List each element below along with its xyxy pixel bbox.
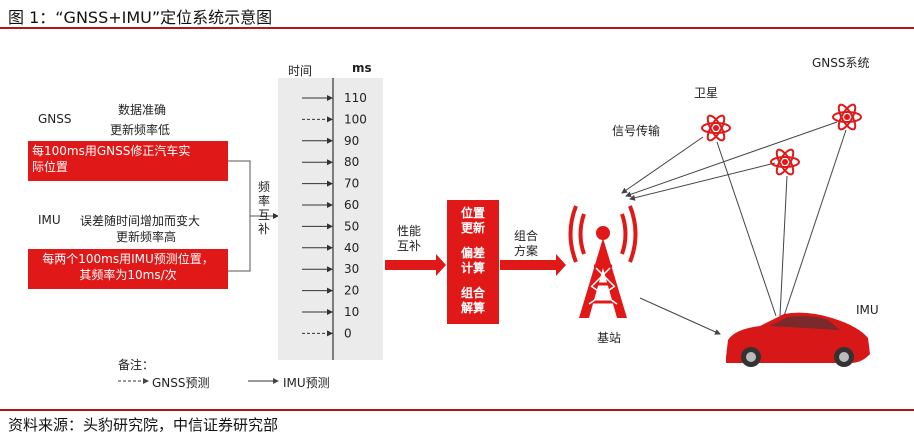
process-item-1: 位置 更新 (447, 206, 499, 236)
ruler-tick-label: 60 (344, 198, 359, 212)
process-item-1-line-2: 更新 (460, 221, 485, 235)
imu-box-line-1: 每两个100ms用IMU预测位置， (42, 252, 214, 266)
signal-line-3 (629, 162, 776, 201)
figure-caption: 图 1：“GNSS+IMU”定位系统示意图 (8, 8, 273, 27)
combined-label-2: 方案 (514, 244, 539, 258)
sat-car-line-2 (779, 175, 788, 317)
gnss-correction-box: 每100ms用GNSS修正汽车实 际位置 (28, 141, 228, 181)
source-note: 资料来源：头豹研究院，中信证券研究部 (8, 416, 279, 434)
satellite-icon-2 (770, 146, 800, 178)
legend-solid-label: IMU预测 (283, 376, 330, 390)
combined-label-1: 组合 (514, 229, 539, 243)
ruler-tick-arrowhead (327, 137, 333, 144)
ruler-tick-label: 0 (344, 326, 352, 340)
merge-char-4: 补 (258, 222, 271, 236)
top-rule (0, 27, 914, 29)
imu-prediction-box: 每两个100ms用IMU预测位置， 其频率为10ms/次 (28, 249, 228, 289)
satellite-label: 卫星 (694, 86, 719, 100)
ruler-tick-arrowhead (327, 180, 333, 187)
merge-char-2: 率 (258, 194, 271, 208)
process-item-2-line-2: 计算 (460, 261, 485, 275)
gnss-desc-accuracy: 数据准确 (118, 103, 167, 117)
imu-desc-error: 误差随时间增加而变大 (80, 214, 201, 228)
arrow-performance (385, 254, 446, 276)
process-box: 位置 更新 偏差 计算 组合 解算 (447, 200, 499, 324)
process-item-3-line-1: 组合 (460, 286, 485, 300)
car-icon (726, 312, 870, 367)
legend-dashed-label: GNSS预测 (152, 376, 210, 390)
ruler-tick-arrowhead (327, 159, 333, 166)
gnss-label: GNSS (38, 112, 72, 126)
signal-line-2 (625, 121, 838, 198)
legend-title: 备注： (118, 358, 155, 372)
gnss-box-line-2: 际位置 (32, 160, 69, 174)
process-item-2-line-1: 偏差 (460, 246, 485, 260)
ruler-tick-arrowhead (327, 223, 333, 230)
gnss-box-line-1: 每100ms用GNSS修正汽车实 (32, 144, 191, 158)
imu-desc-frequency: 更新频率高 (116, 230, 177, 244)
satellite-icon (701, 112, 731, 144)
sat-car-line-1 (716, 141, 777, 317)
process-item-3: 组合 解算 (447, 286, 499, 316)
frequency-complement-label: 频 率 互 补 (258, 180, 270, 236)
ruler-tick-label: 20 (344, 284, 359, 298)
combined-label: 组合 方案 (514, 229, 538, 259)
signal-line-1 (621, 136, 704, 194)
ruler-tick-label: 90 (344, 134, 359, 148)
merge-char-1: 频 (258, 180, 271, 194)
ruler-header-unit: ms (352, 61, 372, 75)
process-item-1-line-1: 位置 (460, 206, 485, 220)
ruler-tick-label: 100 (344, 112, 367, 126)
performance-label-1: 性能 (397, 224, 422, 238)
process-item-3-line-2: 解算 (460, 301, 485, 315)
ruler-tick-label: 30 (344, 262, 359, 276)
satellite-icon-3 (832, 101, 862, 133)
ruler-tick-label: 70 (344, 177, 359, 191)
ruler-tick-arrowhead (327, 202, 333, 208)
car-imu-label: IMU (856, 303, 879, 317)
ruler-tick-arrowhead (327, 287, 333, 294)
performance-label: 性能 互补 (397, 224, 421, 254)
tower-car-line (639, 297, 721, 335)
process-item-2: 偏差 计算 (447, 246, 499, 276)
gnss-system-label: GNSS系统 (812, 56, 870, 70)
imu-box-line-2: 其频率为10ms/次 (79, 268, 177, 282)
imu-label: IMU (38, 213, 61, 227)
base-station-label: 基站 (597, 331, 622, 345)
merge-char-3: 互 (258, 208, 271, 222)
ruler-tick-arrowhead (327, 116, 333, 123)
ruler-tick-label: 40 (344, 241, 359, 255)
ruler-tick-label: 10 (344, 305, 359, 319)
ruler-tick-arrowhead (327, 266, 333, 273)
gnss-desc-frequency: 更新频率低 (110, 123, 171, 137)
bottom-rule (0, 409, 914, 411)
performance-label-2: 互补 (397, 239, 422, 253)
ruler-tick-arrowhead (327, 244, 333, 251)
ruler-tick-label: 110 (344, 91, 367, 105)
ruler-tick-label: 80 (344, 155, 359, 169)
ruler-tick-arrowhead (327, 330, 333, 337)
ruler-tick-arrowhead (327, 95, 333, 101)
ruler-header-time: 时间 (288, 64, 313, 78)
ruler-tick-arrowhead (327, 309, 333, 315)
arrow-combined (500, 254, 566, 276)
signal-transmission-label: 信号传输 (612, 124, 661, 138)
base-station-tower-icon (568, 205, 638, 318)
ruler-tick-label: 50 (344, 219, 359, 233)
sat-car-line-3 (783, 129, 847, 317)
